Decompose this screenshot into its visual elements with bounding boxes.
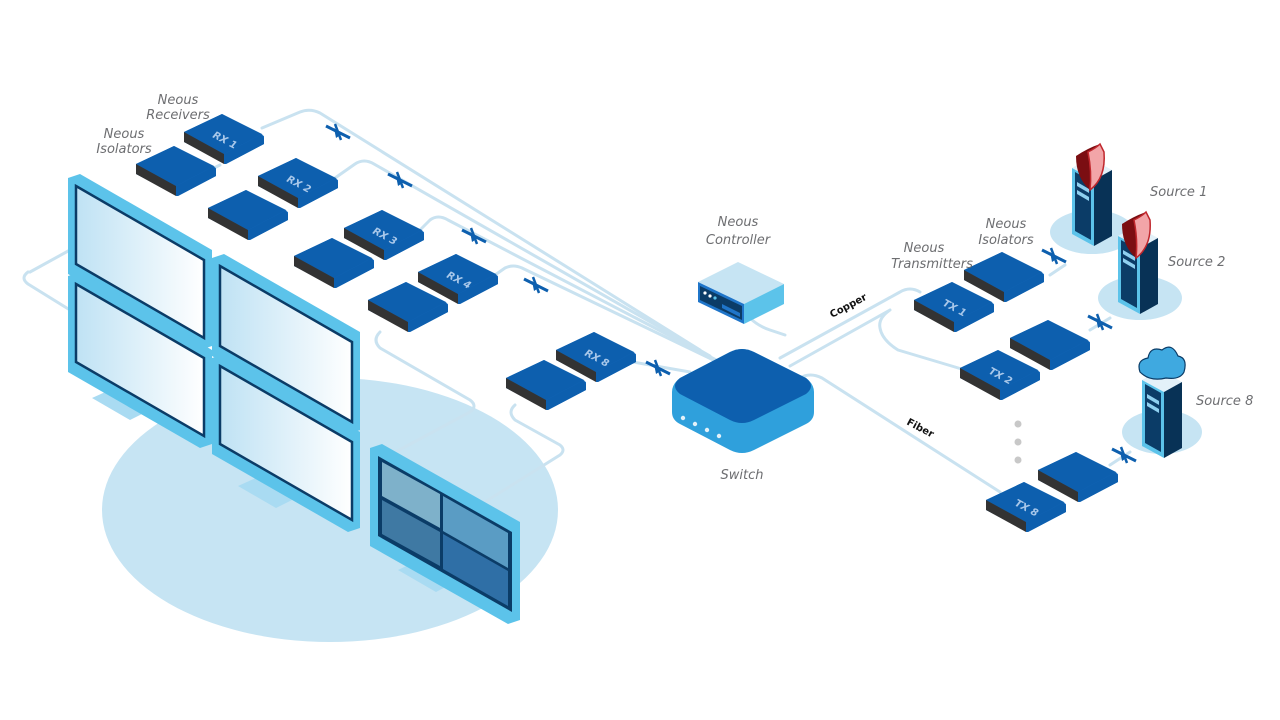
copper-link-label: Copper	[828, 292, 869, 321]
controller-title-line2: Controller	[706, 233, 772, 248]
port-led	[680, 415, 686, 421]
tx-isolators-title-line1: Neous	[986, 217, 1027, 232]
rx-isolator-2	[208, 190, 288, 240]
video-wall	[68, 174, 360, 532]
monitor-top-right	[212, 254, 360, 434]
status-led	[713, 296, 717, 300]
rx-isolators-title-line1: Neous	[104, 127, 145, 142]
source-2	[1098, 211, 1182, 320]
controller-title-line1: Neous	[718, 215, 759, 230]
neous-controller	[698, 262, 784, 324]
port-led	[716, 433, 722, 439]
server-icon	[1142, 370, 1182, 458]
transmitters-title-line2: Transmitters	[891, 257, 973, 272]
fiber-splice-rx1	[324, 122, 352, 142]
source-1	[1050, 143, 1134, 254]
more-devices-dot	[1014, 456, 1022, 464]
monitor-top-left	[68, 174, 212, 350]
rx-isolators-title-line2: Isolators	[96, 142, 152, 157]
fiber-link-label: Fiber	[905, 417, 936, 440]
more-devices-dot	[1014, 438, 1022, 446]
fiber-splice-rx3	[460, 226, 488, 246]
cloud-icon	[1138, 346, 1186, 380]
source-1-label: Source 1	[1150, 185, 1207, 200]
monitor-bottom-left	[68, 272, 212, 448]
tx-isolators-title-line2: Isolators	[978, 233, 1034, 248]
transmitters-title-line1: Neous	[904, 241, 945, 256]
fiber-splice-rx2	[386, 170, 414, 190]
switch-label: Switch	[721, 468, 764, 483]
source-8-label: Source 8	[1196, 394, 1253, 409]
status-led	[708, 294, 712, 298]
quad-view-monitor	[370, 444, 520, 624]
source-2-label: Source 2	[1168, 255, 1225, 270]
receivers-title-line1: Neous	[158, 93, 199, 108]
network-switch	[672, 349, 814, 453]
receivers-title-line2: Receivers	[146, 108, 210, 123]
more-devices-dot	[1014, 420, 1022, 428]
tx-isolator-8	[1038, 452, 1118, 502]
monitor-bottom-right	[212, 354, 360, 532]
port-led	[692, 421, 698, 427]
status-led	[703, 291, 707, 295]
source-8	[1122, 346, 1202, 458]
fiber-splice-source1	[1040, 246, 1068, 266]
port-led	[704, 427, 710, 433]
